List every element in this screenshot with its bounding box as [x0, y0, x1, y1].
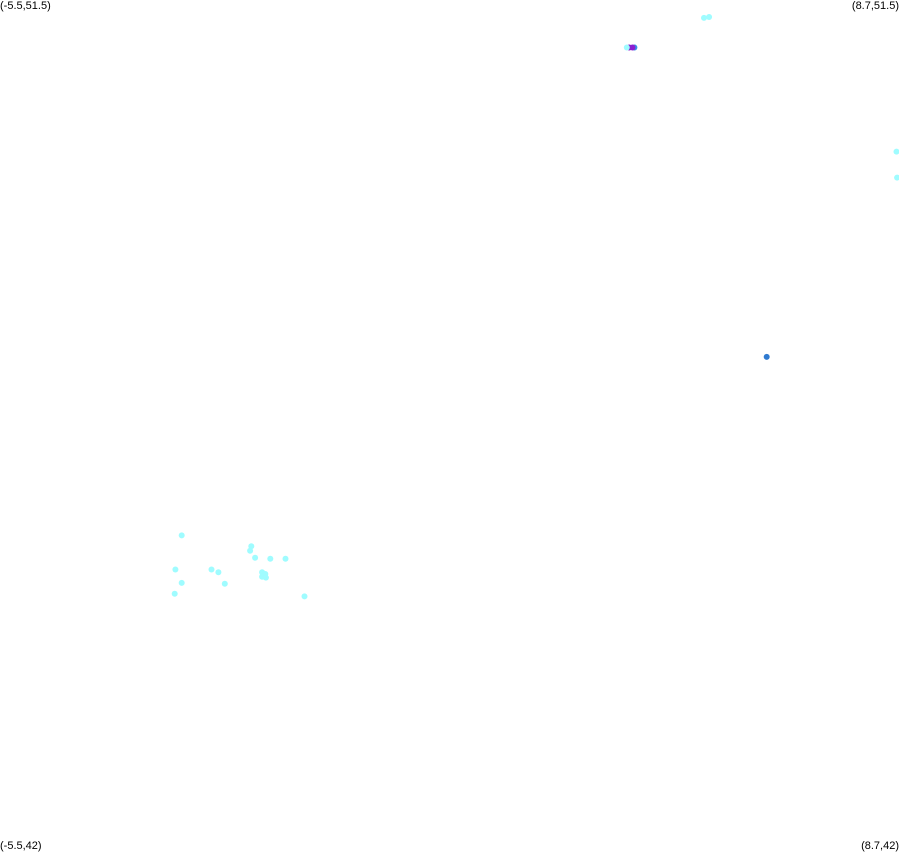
map-point-22[interactable] [262, 574, 269, 581]
map-point-24[interactable] [221, 580, 228, 587]
map-point-23[interactable] [178, 579, 185, 586]
map-point-2[interactable] [706, 14, 713, 20]
map-point-12[interactable] [247, 547, 254, 554]
map-point-25[interactable] [171, 590, 178, 597]
map-point-26[interactable] [301, 593, 308, 600]
corner-label-bottom-left: (-5.5,42) [0, 840, 42, 852]
map-point-6[interactable] [623, 44, 630, 51]
map-point-14[interactable] [267, 555, 274, 562]
map-point-1[interactable] [701, 14, 707, 21]
map-point-17[interactable] [208, 566, 215, 573]
corner-label-bottom-right: (8.7,42) [861, 840, 899, 852]
corner-label-top-left: (-5.5,51.5) [0, 0, 51, 12]
map-point-15[interactable] [282, 555, 289, 562]
map-point-16[interactable] [172, 566, 179, 573]
map-point-18[interactable] [215, 569, 222, 576]
map-point-11[interactable] [248, 543, 255, 550]
map-point-9[interactable] [763, 353, 770, 360]
map-point-8[interactable] [894, 174, 899, 181]
map-point-10[interactable] [178, 532, 185, 539]
corner-label-top-right: (8.7,51.5) [851, 0, 899, 12]
map-point-13[interactable] [252, 554, 259, 561]
map-point-7[interactable] [893, 148, 899, 155]
